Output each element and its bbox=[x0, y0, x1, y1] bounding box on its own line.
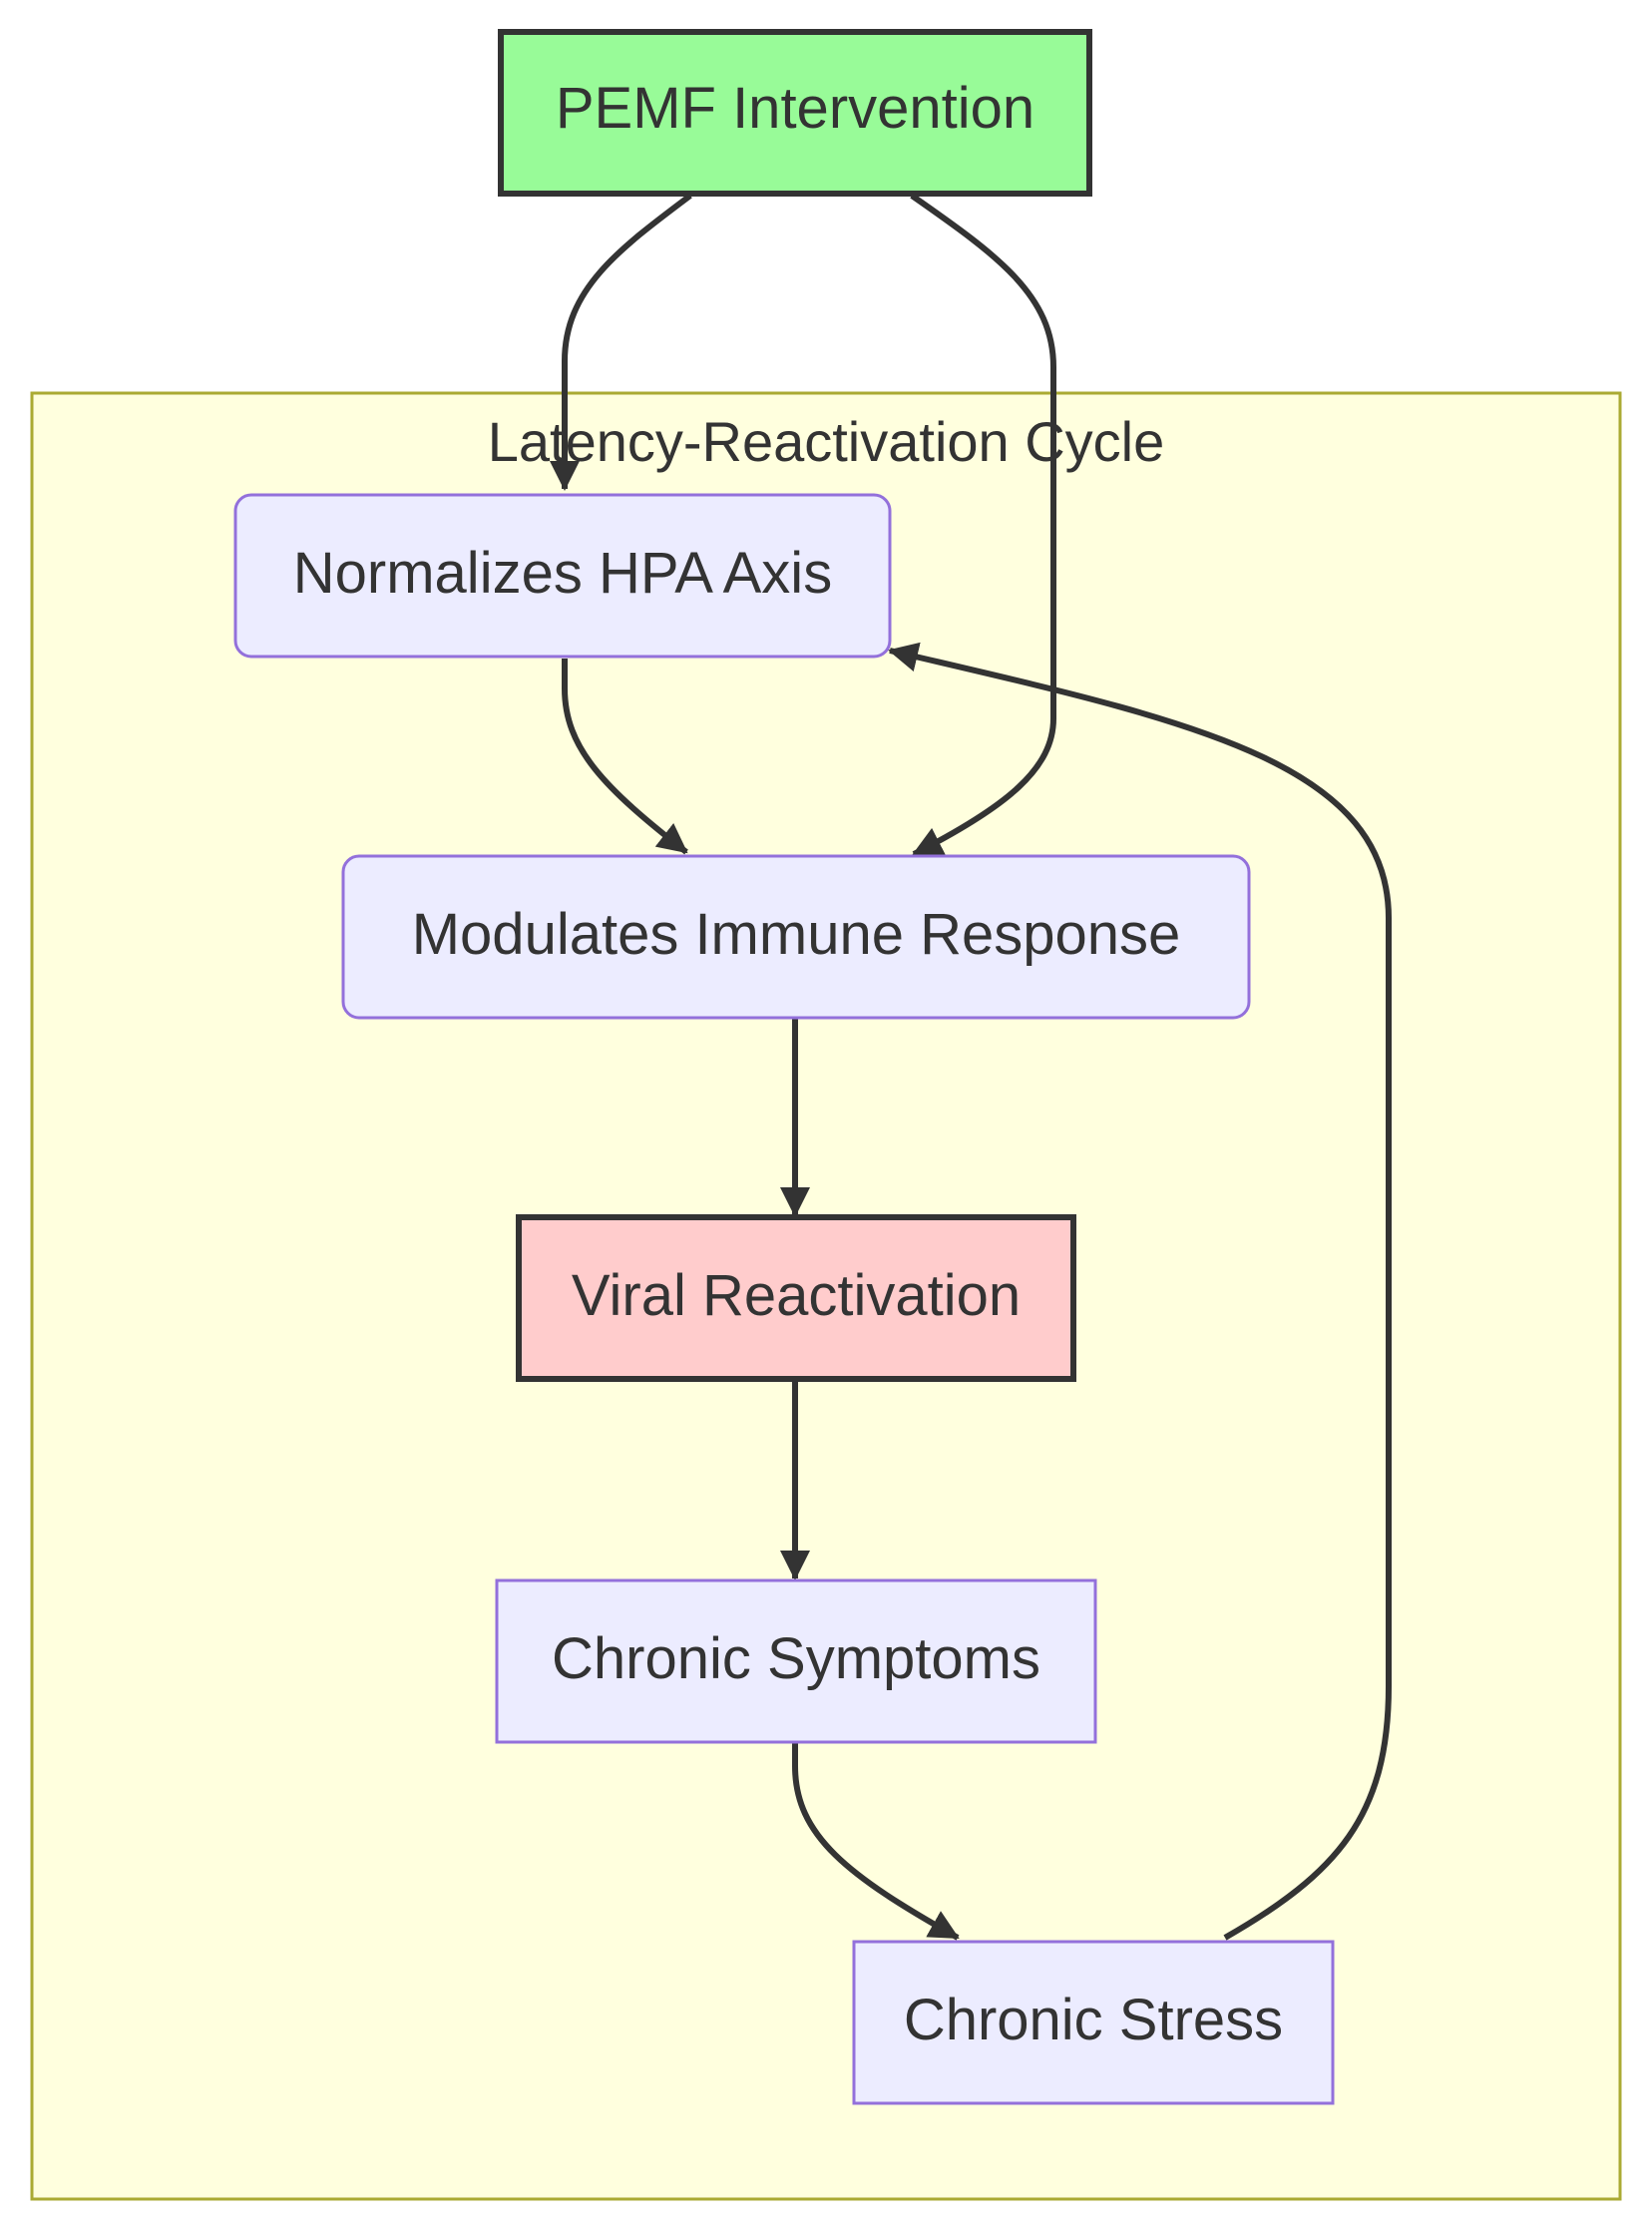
node-box bbox=[516, 1214, 1076, 1382]
edge-hpa-to-immune bbox=[562, 659, 688, 855]
node-label: Chronic Stress bbox=[904, 1988, 1283, 2052]
node-label: Chronic Symptoms bbox=[552, 1626, 1040, 1691]
node-label: PEMF Intervention bbox=[556, 76, 1034, 141]
edges bbox=[550, 193, 1392, 1941]
node-modulates-immune-response: Modulates Immune Response bbox=[341, 854, 1251, 1020]
node-box bbox=[852, 1940, 1335, 2105]
node-box bbox=[495, 1578, 1097, 1744]
edge-symptoms-to-stress bbox=[792, 1742, 960, 1941]
node-chronic-stress: Chronic Stress bbox=[852, 1940, 1335, 2105]
node-label: Normalizes HPA Axis bbox=[293, 541, 832, 606]
edge-pemf-to-immune bbox=[910, 193, 1056, 857]
node-box bbox=[498, 29, 1092, 197]
node-viral-reactivation: Viral Reactivation bbox=[516, 1214, 1076, 1382]
node-chronic-symptoms: Chronic Symptoms bbox=[495, 1578, 1097, 1744]
edge-stress-to-hpa bbox=[888, 642, 1392, 1941]
node-normalizes-hpa-axis: Normalizes HPA Axis bbox=[233, 493, 892, 659]
edge-pemf-to-hpa bbox=[550, 193, 692, 491]
node-label: Viral Reactivation bbox=[572, 1263, 1021, 1328]
node-pemf-intervention: PEMF Intervention bbox=[498, 29, 1092, 197]
node-box bbox=[341, 854, 1251, 1020]
node-label: Modulates Immune Response bbox=[412, 902, 1181, 967]
node-box bbox=[233, 493, 892, 659]
subgraph-label: Latency-Reactivation Cycle bbox=[488, 410, 1165, 473]
